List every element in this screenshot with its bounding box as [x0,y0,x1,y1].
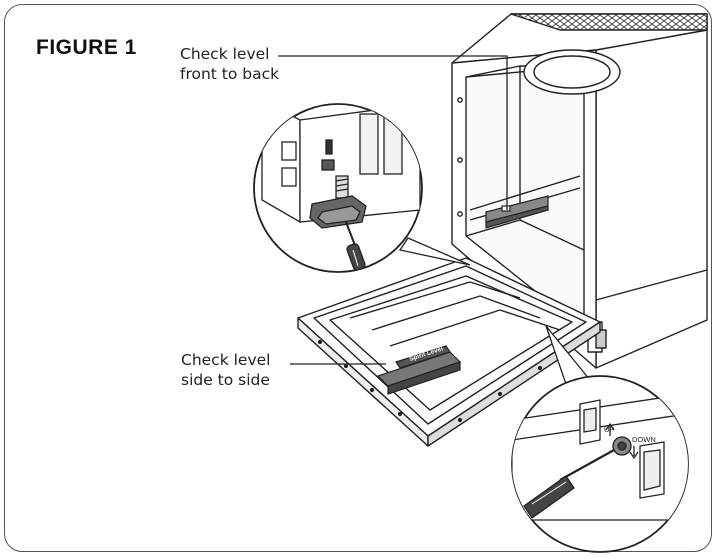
dishwasher-door [297,257,601,447]
callout-side-to-side-line1: Check level [181,351,271,369]
callout-front-to-back-line2: front to back [180,65,280,83]
callout-side-to-side-line2: side to side [181,371,270,389]
figure-title: FIGURE 1 [36,36,137,59]
callout-front-to-back: Check level front to back [180,44,279,84]
leader-front-to-back [278,55,508,210]
zoom-tail-top [398,237,471,266]
up-label: UP [604,425,614,434]
threaded-leg [335,175,349,199]
zoom-leveling-leg [253,103,423,273]
down-label: DOWN [632,435,656,444]
dishwasher-cabinet [451,13,708,369]
zoom-rear-leg-adjust: UP DOWN [511,375,689,553]
screwdriver-bottom [523,449,615,519]
spirit-level-front-to-back [485,195,549,229]
callout-side-to-side: Check level side to side [181,350,270,390]
callout-front-to-back-line1: Check level [180,45,270,63]
